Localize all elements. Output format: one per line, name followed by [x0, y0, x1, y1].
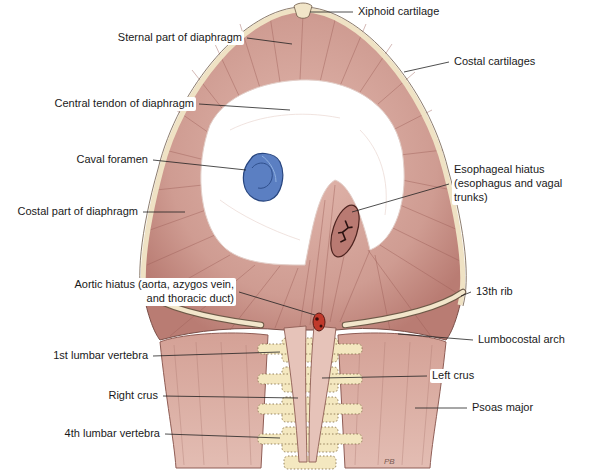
xiphoid-cartilage	[294, 3, 312, 18]
esophageal-hiatus	[325, 202, 365, 261]
costal-cartilages	[143, 10, 462, 305]
part-label: Central tendon of diaphragm	[53, 97, 196, 111]
costal-cartilage-outline	[140, 7, 467, 306]
part-label: 1st lumbar vertebra	[51, 349, 150, 363]
part-label: Psoas major	[470, 401, 535, 415]
left-crus	[309, 326, 336, 462]
leader-line	[404, 62, 449, 72]
leader-line	[199, 104, 290, 110]
leader-line	[247, 38, 292, 44]
rib	[345, 292, 463, 325]
leader-line	[415, 408, 467, 409]
signature: PB	[384, 457, 395, 467]
rib	[345, 292, 463, 325]
leader-line	[352, 184, 449, 212]
part-label: Esophageal hiatus (esophagus and vagal t…	[452, 163, 596, 204]
psoas-major	[160, 333, 268, 468]
leader-line	[153, 352, 280, 356]
leader-line	[153, 160, 246, 170]
part-label: Right crus	[106, 389, 160, 403]
leader-line	[165, 434, 280, 438]
central-tendon	[201, 80, 404, 265]
part-label: Left crus	[430, 369, 476, 383]
part-label: Lumbocostal arch	[476, 333, 567, 347]
part-label: Caval foramen	[74, 153, 150, 167]
aortic-hiatus	[313, 313, 325, 331]
part-label: 4th lumbar vertebra	[63, 427, 162, 441]
leader-line	[398, 334, 473, 340]
tendon-shading	[220, 114, 386, 240]
leader-line	[310, 12, 353, 13]
part-label: 13th rib	[474, 285, 515, 299]
leader-line	[163, 396, 298, 398]
leader-line	[322, 376, 427, 378]
leader-line	[461, 292, 471, 296]
part-label: Xiphoid cartilage	[356, 5, 441, 19]
part-label: Aortic hiatus (aorta, azygos vein, and t…	[72, 278, 236, 306]
caval-foramen	[243, 153, 282, 201]
part-label: Sternal part of diaphragm	[116, 31, 244, 45]
part-label: Costal part of diaphragm	[16, 205, 140, 219]
right-crus	[284, 326, 307, 462]
leader-line	[143, 212, 185, 213]
part-label: Costal cartilages	[452, 55, 537, 69]
leader-line	[239, 292, 315, 315]
